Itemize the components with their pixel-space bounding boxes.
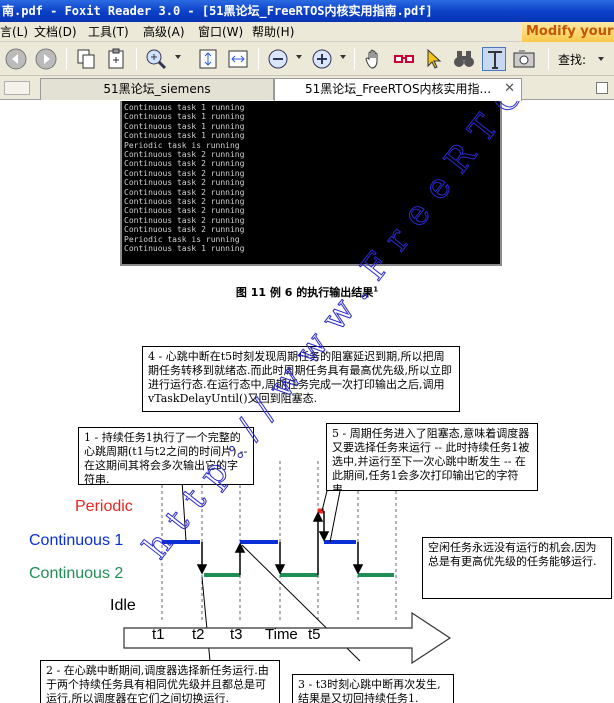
fit-width-icon[interactable] [226,47,250,71]
console-line: Continuous task 2 running [124,150,245,160]
binoculars-icon[interactable] [452,47,476,71]
console-line: Continuous task 2 running [124,206,245,216]
title-bar: 南.pdf - Foxit Reader 3.0 - [51黑论坛_FreeRT… [0,0,614,22]
tab-bar: 51黑论坛_siemens 51黑论坛_FreeRTOS内核实用指... ✕ [0,76,614,101]
zoom-icon[interactable] [144,47,168,71]
console-line: Continuous task 1 running [124,112,245,122]
menu-item-document[interactable]: 文档(D) [34,25,77,39]
console-line: Continuous task 1 running [124,131,245,141]
zoom-out-dropdown-arrow[interactable] [296,55,302,59]
figure-caption-text: 图 11 例 6 的执行输出结果 [235,286,374,299]
console-line: Periodic task is running [124,234,240,244]
time-axis-arrow [123,611,452,665]
console-line: Continuous task 2 running [124,215,245,225]
menu-item-tools[interactable]: 工具(T) [88,25,129,39]
console-line: Continuous task 1 running [124,103,245,112]
window-title: 南.pdf - Foxit Reader 3.0 - [51黑论坛_FreeRT… [2,4,433,18]
tick-label-time: Time [265,626,298,643]
menu-item-language[interactable]: 言(L) [0,25,29,39]
menu-item-help[interactable]: 帮助(H) [252,25,295,39]
tab-siemens[interactable]: 51黑论坛_siemens [40,78,274,100]
row-label-periodic: Periodic [75,498,133,515]
transition-arrows [196,511,364,575]
console-line: Continuous task 2 running [124,178,245,188]
console-line: Periodic task is running [124,140,240,150]
tab-label: 51黑论坛_FreeRTOS内核实用指... [304,82,492,96]
row-label-idle: Idle [110,597,136,614]
paste-icon[interactable] [104,47,128,71]
tick-label-t5: t5 [308,626,321,643]
toolbar-separator [548,48,549,70]
toolbar-separator [258,48,259,70]
text-select-icon[interactable] [482,47,506,71]
console-line: Continuous task 2 running [124,225,245,235]
callout-idle: 空闲任务永远没有运行的机会,因为总是有更高优先级的任务能够运行. [422,537,612,599]
figure-caption: 图 11 例 6 的执行输出结果1 [0,284,614,300]
tab-freertos[interactable]: 51黑论坛_FreeRTOS内核实用指... ✕ [274,78,522,101]
zoom-in-dropdown-arrow[interactable] [340,55,346,59]
tick-label-t2: t2 [192,626,205,643]
figure-caption-sup: 1 [373,285,379,294]
menu-item-advanced[interactable]: 高级(A) [143,25,185,39]
tab-label: 51黑论坛_siemens [103,82,211,96]
search-dropdown-arrow[interactable] [598,57,604,61]
copy-icon[interactable] [74,47,98,71]
console-line: Continuous task 2 running [124,197,245,207]
console-line: Continuous task 2 running [124,168,245,178]
search-label: 查找: [558,53,587,67]
callout-1: 1 - 持续任务1执行了一个完整的心跳周期(t1与t2之间的时间片) -- 在这… [78,427,254,485]
console-line: Continuous task 1 running [124,244,245,254]
toolbar-separator [354,48,355,70]
snapshot-icon[interactable] [512,47,536,71]
back-icon[interactable] [4,47,28,71]
row-label-continuous1: Continuous 1 [29,532,124,549]
close-icon[interactable]: ✕ [504,81,515,96]
zoom-in-icon[interactable] [310,47,334,71]
toolbar-separator [136,48,137,70]
callout-5: 5 - 周期任务进入了阻塞态,意味着调度器又要选择任务来运行 -- 此时持续任务… [326,423,538,491]
menu-bar: 言(L) 文档(D) 工具(T) 高级(A) 窗口(W) 帮助(H) Modif… [0,22,614,42]
console-line: Continuous task 2 running [124,159,245,169]
tab-nav-button[interactable] [596,82,608,94]
brand-banner[interactable]: Modify your [522,22,614,42]
callout-2: 2 - 在心跳中断期间,调度器选择新任务运行.由于两个持续任务具有相同优先级并且… [40,660,280,703]
tick-label-t3: t3 [230,626,243,643]
zoom-dropdown-arrow[interactable] [175,55,181,59]
console-line: Continuous task 2 running [124,187,245,197]
fit-page-icon[interactable] [196,47,220,71]
row-label-continuous2: Continuous 2 [29,565,124,582]
tab-strip-handle[interactable] [4,81,30,95]
zoom-out-icon[interactable] [266,47,290,71]
tick-label-t1: t1 [152,626,165,643]
console-line: Continuous task 1 running [124,121,245,131]
toolbar-separator [66,48,67,70]
menu-item-window[interactable]: 窗口(W) [198,25,244,39]
callout-3: 3 - t3时刻心跳中断再次发生,结果是又切回持续任务1. [292,674,454,703]
hand-icon[interactable] [362,47,386,71]
select-arrow-icon[interactable] [422,47,446,71]
forward-icon[interactable] [34,47,58,71]
callout-4: 4 - 心跳中断在t5时刻发现周期任务的阻塞延迟到期,所以把周期任务转移到就绪态… [142,346,460,412]
toolbar: 查找: [0,42,614,76]
glasses-icon[interactable] [392,47,416,71]
